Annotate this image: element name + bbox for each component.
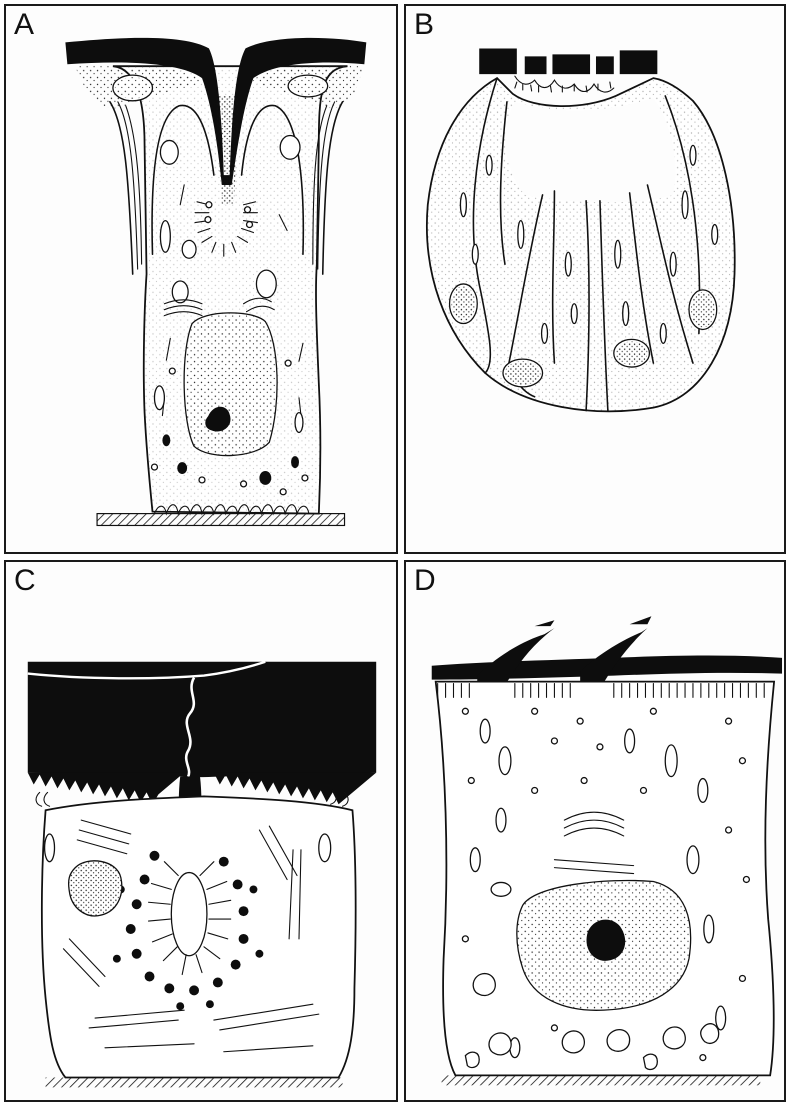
panel-d: D — [404, 560, 786, 1102]
cell-diagram-b — [406, 6, 784, 552]
panel-label-c: C — [14, 564, 36, 598]
cell-diagram-c — [6, 562, 396, 1100]
panel-c: C — [4, 560, 398, 1102]
panel-label-d: D — [414, 564, 436, 598]
panel-label-b: B — [414, 8, 434, 42]
panel-label-a: A — [14, 8, 34, 42]
panel-a: A — [4, 4, 398, 554]
cell-diagram-d — [406, 562, 784, 1100]
cell-diagram-a — [6, 6, 396, 552]
panel-b: B — [404, 4, 786, 554]
